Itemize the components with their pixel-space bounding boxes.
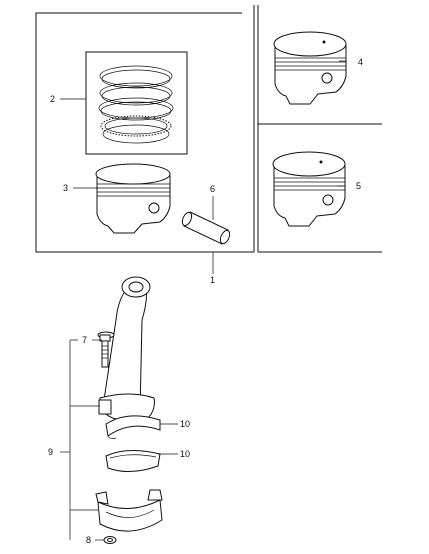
connecting-rod-bolt — [97, 331, 115, 368]
callout-2: 2 — [50, 94, 55, 104]
leader-lines — [60, 60, 346, 541]
side-group-frame — [257, 5, 382, 253]
connecting-rod-nut — [103, 536, 117, 544]
callout-10-upper: 10 — [180, 419, 190, 429]
piston-oversize-1 — [273, 31, 347, 105]
callout-6: 6 — [210, 184, 215, 194]
piston-pin — [181, 211, 231, 245]
piston-oversize-2 — [272, 151, 346, 227]
main-group-frame — [35, 5, 255, 253]
callout-1: 1 — [210, 275, 215, 285]
piston-ring-set — [85, 51, 188, 155]
callout-10-lower: 10 — [180, 449, 190, 459]
connecting-rod-cap — [95, 489, 163, 532]
callout-3: 3 — [63, 183, 68, 193]
callout-8: 8 — [86, 535, 91, 545]
piston-standard — [95, 163, 171, 234]
callout-5: 5 — [356, 181, 361, 191]
callout-7: 7 — [82, 335, 87, 345]
callout-9: 9 — [48, 447, 53, 457]
connecting-rod-bearing-upper — [105, 415, 161, 440]
connecting-rod-bearing-lower — [105, 450, 161, 472]
connecting-rod — [98, 276, 155, 421]
callout-4: 4 — [358, 57, 363, 67]
